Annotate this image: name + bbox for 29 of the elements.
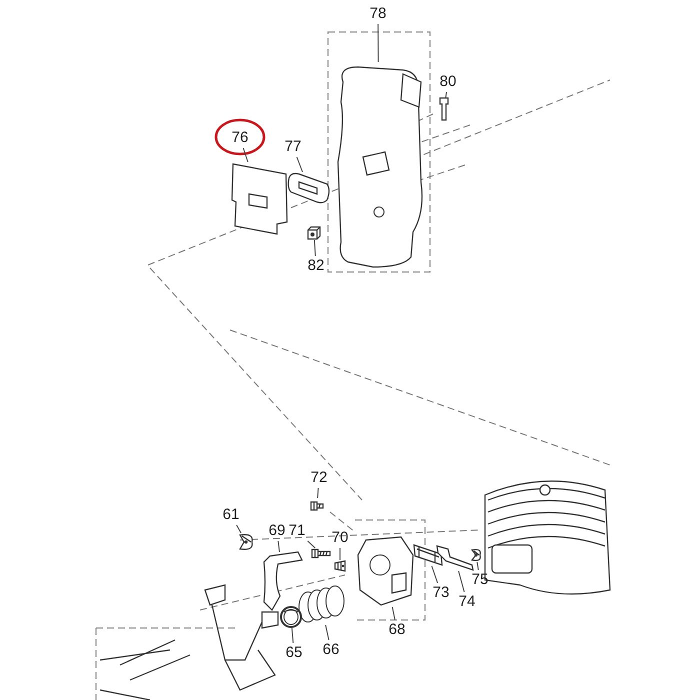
callout-number: 70 [327,528,353,548]
leader-line [317,488,319,498]
callout-number: 72 [306,468,332,488]
callout-number: 75 [467,570,493,590]
callout-number: 61 [218,505,244,525]
callout-number: 65 [281,643,307,663]
leader-line [325,624,330,640]
leader-line [458,570,465,592]
leader-line [236,524,242,534]
callout-number: 78 [365,4,391,24]
leader-line [378,24,379,62]
leader-line [392,606,396,620]
callout-number: 73 [428,583,454,603]
leader-line [242,148,248,162]
leader-line [278,540,280,552]
callout-number: 74 [454,592,480,612]
leader-line [291,628,294,644]
callout-number: 66 [318,640,344,660]
callout-number: 80 [435,72,461,92]
callout-number: 82 [303,256,329,276]
leader-line [314,240,316,256]
leader-line [296,156,304,172]
leader-line [431,566,438,584]
leader-line [307,540,316,548]
leader-line [445,92,448,98]
callout-number: 68 [384,620,410,640]
leader-line [476,562,479,570]
callout-number: 76 [227,128,253,148]
callout-number: 77 [280,137,306,157]
